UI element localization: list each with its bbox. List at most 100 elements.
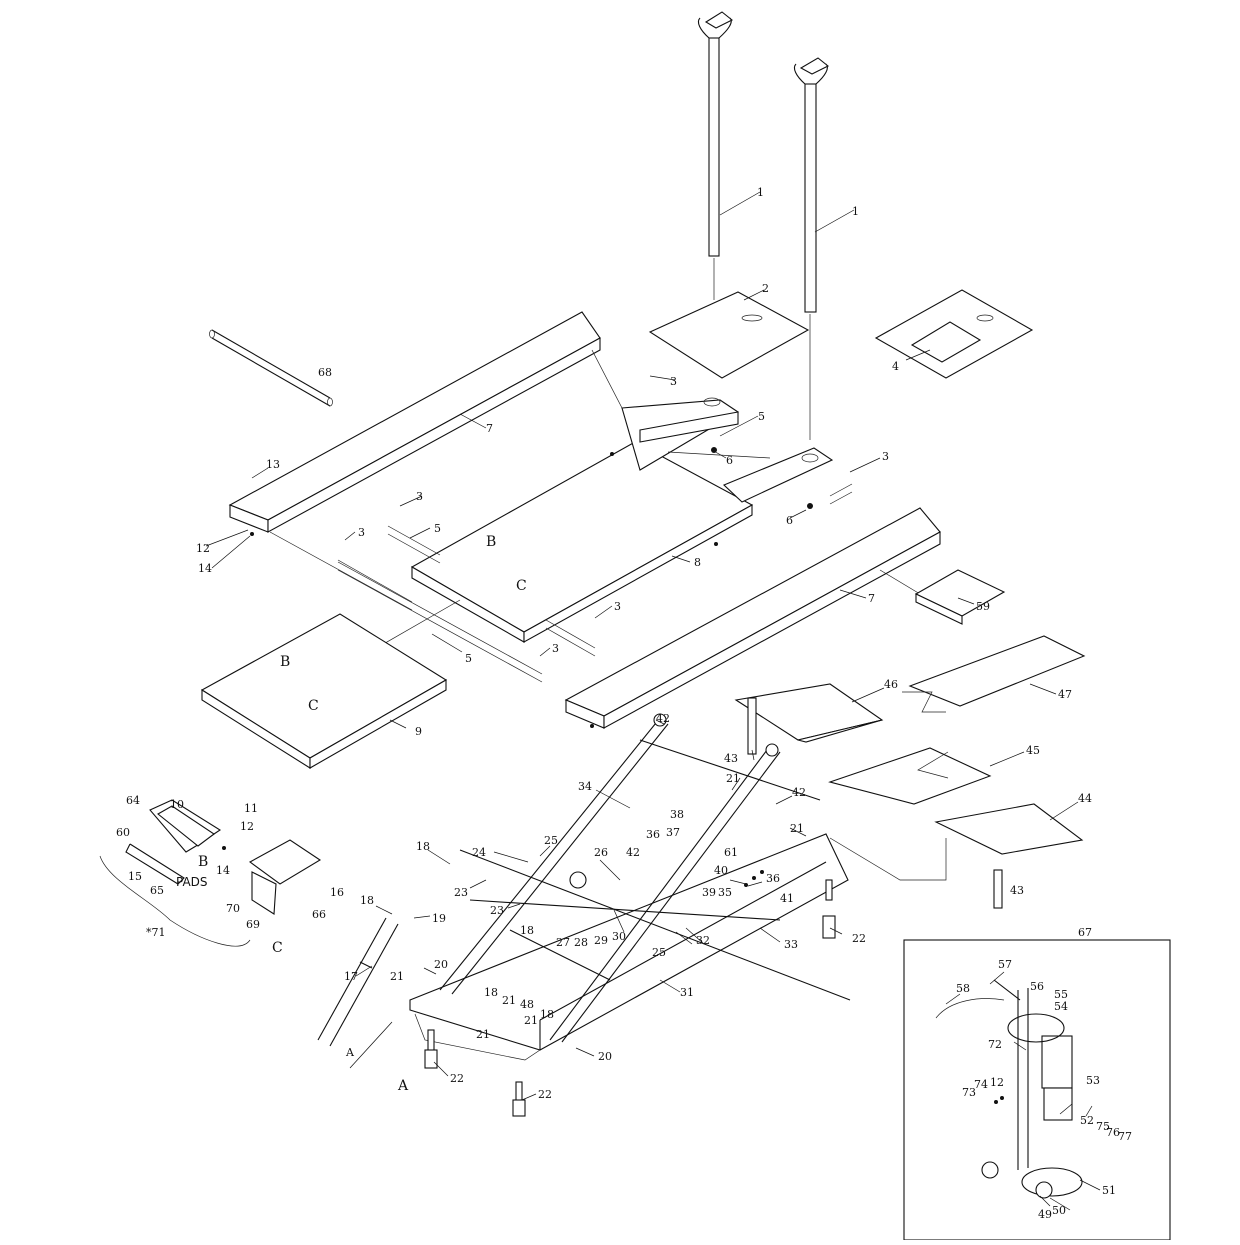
callout-1: 1 — [757, 186, 764, 199]
callout-60: 60 — [116, 826, 130, 839]
callout-26: 26 — [594, 846, 608, 859]
main-platform — [410, 397, 834, 643]
callout-6: 6 — [726, 454, 733, 467]
letter-markers: B C B C B C A A PADS — [176, 534, 527, 1094]
letter-c: C — [516, 578, 527, 594]
callout-21: 21 — [502, 994, 516, 1007]
callout-labels: 1 1 2 4 3 3 3 3 3 3 68 7 7 5 5 5 6 6 13 … — [116, 186, 1132, 1221]
callout-66: 66 — [312, 908, 326, 921]
callout-36: 36 — [766, 872, 780, 885]
callout-52: 52 — [1080, 1114, 1094, 1127]
callout-74: 74 — [974, 1078, 988, 1091]
cover-plate — [648, 291, 810, 379]
callout-18: 18 — [484, 986, 498, 999]
callout-38: 38 — [670, 808, 684, 821]
letter-b: B — [198, 854, 208, 870]
callout-3: 3 — [670, 375, 677, 388]
callout-70: 70 — [226, 902, 240, 915]
callout-2: 2 — [762, 282, 769, 295]
callout-3: 3 — [882, 450, 889, 463]
power-unit — [935, 979, 1083, 1199]
callout-49: 49 — [1038, 1208, 1052, 1221]
callout-16: 16 — [330, 886, 344, 899]
scissor-lift-base — [317, 713, 851, 1061]
callout-50: 50 — [1052, 1204, 1066, 1217]
callout-22: 22 — [538, 1088, 552, 1101]
callout-18: 18 — [540, 1008, 554, 1021]
callout-67: 67 — [1078, 926, 1092, 939]
ramp-panels — [734, 635, 1086, 881]
callout-24: 24 — [472, 846, 486, 859]
callout-69: 69 — [246, 918, 260, 931]
pads-label: PADS — [176, 875, 208, 889]
callout-30: 30 — [612, 930, 626, 943]
callout-75: 75 — [1096, 1120, 1110, 1133]
callout-21: 21 — [790, 822, 804, 835]
callout-43: 43 — [1010, 884, 1024, 897]
callout-25: 25 — [652, 946, 666, 959]
callout-14: 14 — [216, 864, 230, 877]
callout-68: 68 — [318, 366, 332, 379]
wheel-chock-kit — [99, 799, 322, 947]
post-right — [793, 57, 830, 440]
callout-18: 18 — [520, 924, 534, 937]
callout-53: 53 — [1086, 1074, 1100, 1087]
post-left — [697, 11, 734, 300]
callout-44: 44 — [1078, 792, 1092, 805]
callout-39: 39 — [702, 886, 716, 899]
callout-5: 5 — [758, 410, 765, 423]
callout-23: 23 — [454, 886, 468, 899]
callout-17: 17 — [344, 970, 358, 983]
callout-7: 7 — [868, 592, 875, 605]
callout-3: 3 — [416, 490, 423, 503]
front-extension — [200, 613, 448, 769]
drop-panel — [874, 289, 1034, 379]
callout-58: 58 — [956, 982, 970, 995]
callout-42: 42 — [792, 786, 806, 799]
callout-37: 37 — [666, 826, 680, 839]
callout-20: 20 — [598, 1050, 612, 1063]
callout-14: 14 — [198, 562, 212, 575]
letter-a: A — [345, 1046, 355, 1059]
callout-1: 1 — [852, 205, 859, 218]
callout-45: 45 — [1026, 744, 1040, 757]
side-extension-left — [228, 311, 601, 533]
callout-36: 36 — [646, 828, 660, 841]
callout-31: 31 — [680, 986, 694, 999]
callout-21: 21 — [524, 1014, 538, 1027]
letter-a: A — [397, 1078, 409, 1094]
callout-55: 55 — [1054, 988, 1068, 1001]
callout-22: 22 — [852, 932, 866, 945]
callout-61: 61 — [724, 846, 738, 859]
callout-21: 21 — [476, 1028, 490, 1041]
callout-73: 73 — [962, 1086, 976, 1099]
callout-34: 34 — [578, 780, 592, 793]
callout-59: 59 — [976, 600, 990, 613]
callout-15: 15 — [128, 870, 142, 883]
callout-22: 22 — [450, 1072, 464, 1085]
letter-c: C — [272, 940, 283, 956]
callout-20: 20 — [434, 958, 448, 971]
callout-29: 29 — [594, 934, 608, 947]
callout-40: 40 — [714, 864, 728, 877]
callout-10: 10 — [170, 798, 184, 811]
callout-3: 3 — [614, 600, 621, 613]
callout-51: 51 — [1102, 1184, 1116, 1197]
callout-42: 42 — [626, 846, 640, 859]
callout-6: 6 — [786, 514, 793, 527]
callout-48: 48 — [520, 998, 534, 1011]
tool-tray — [914, 569, 1006, 617]
loading-bar — [209, 329, 333, 407]
callout-3: 3 — [358, 526, 365, 539]
callout-9: 9 — [415, 725, 422, 738]
callout-13: 13 — [266, 458, 280, 471]
callout-33: 33 — [784, 938, 798, 951]
callout-21: 21 — [390, 970, 404, 983]
callout-54: 54 — [1054, 1000, 1068, 1013]
callout-76: 76 — [1106, 1126, 1120, 1139]
callout-46: 46 — [884, 678, 898, 691]
callout-56: 56 — [1030, 980, 1044, 993]
callout-5: 5 — [434, 522, 441, 535]
